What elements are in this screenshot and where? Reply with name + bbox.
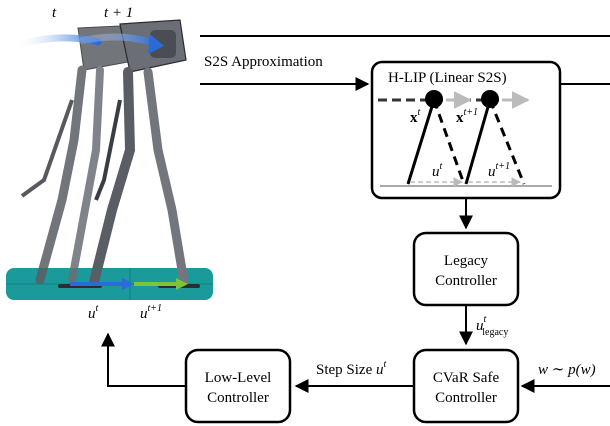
time-label-t: t (52, 5, 57, 21)
step-label-u-t1: ut+1 (140, 303, 162, 322)
hlip-step-label-u-t: ut (432, 161, 443, 180)
low-level-controller-box (184, 348, 292, 424)
step-arrowhead-green (176, 278, 188, 290)
motion-arrowhead (148, 34, 164, 54)
com-mass-t (425, 90, 443, 108)
step-size-label: Step Size ut (316, 359, 387, 378)
step-arrowhead-blue (122, 278, 134, 290)
hlip-step-label-u-t1: ut+1 (488, 161, 510, 180)
hlip-leg-t1-stance (464, 99, 492, 185)
hlip-leg-t-stance (406, 99, 436, 185)
state-label-x-t: xt (410, 107, 421, 126)
hlip-title: H-LIP (Linear S2S) (388, 70, 507, 86)
com-mass-t1 (481, 90, 499, 108)
motion-arrow-t1 (64, 33, 160, 48)
lowlevel-to-robot-arrow (101, 332, 186, 387)
hlip-leg-t1-swing (488, 99, 526, 185)
s2s-approximation-label: S2S Approximation (204, 54, 323, 70)
robot-at-t (20, 25, 129, 285)
legacy-controller-label-line1: Legacy (444, 253, 489, 269)
disturbance-label: w ∼ p(w) (538, 362, 596, 378)
legacy-controller-box (412, 231, 520, 307)
time-label-t-plus-1: t + 1 (104, 5, 133, 21)
cvar-controller-label-line2: Controller (435, 390, 497, 406)
legacy-controller-node: Legacy Controller (412, 231, 520, 307)
low-level-controller-node: Low-Level Controller (184, 348, 292, 424)
robot-panel: t t + 1 ut ut+1 (6, 5, 213, 322)
step-label-u-t: ut (88, 303, 99, 322)
cvar-controller-box (412, 348, 520, 424)
legacy-controller-label-line2: Controller (435, 273, 497, 289)
cvar-controller-label-line1: CVaR Safe (433, 370, 500, 386)
hlip-box: H-LIP (Linear S2S) xt xt+1 ut ut+1 (370, 60, 562, 200)
low-level-controller-label-line1: Low-Level (205, 370, 272, 386)
state-label-x-t1: xt+1 (456, 107, 478, 126)
cvar-controller-node: CVaR Safe Controller (412, 348, 520, 424)
low-level-controller-label-line2: Controller (207, 390, 269, 406)
